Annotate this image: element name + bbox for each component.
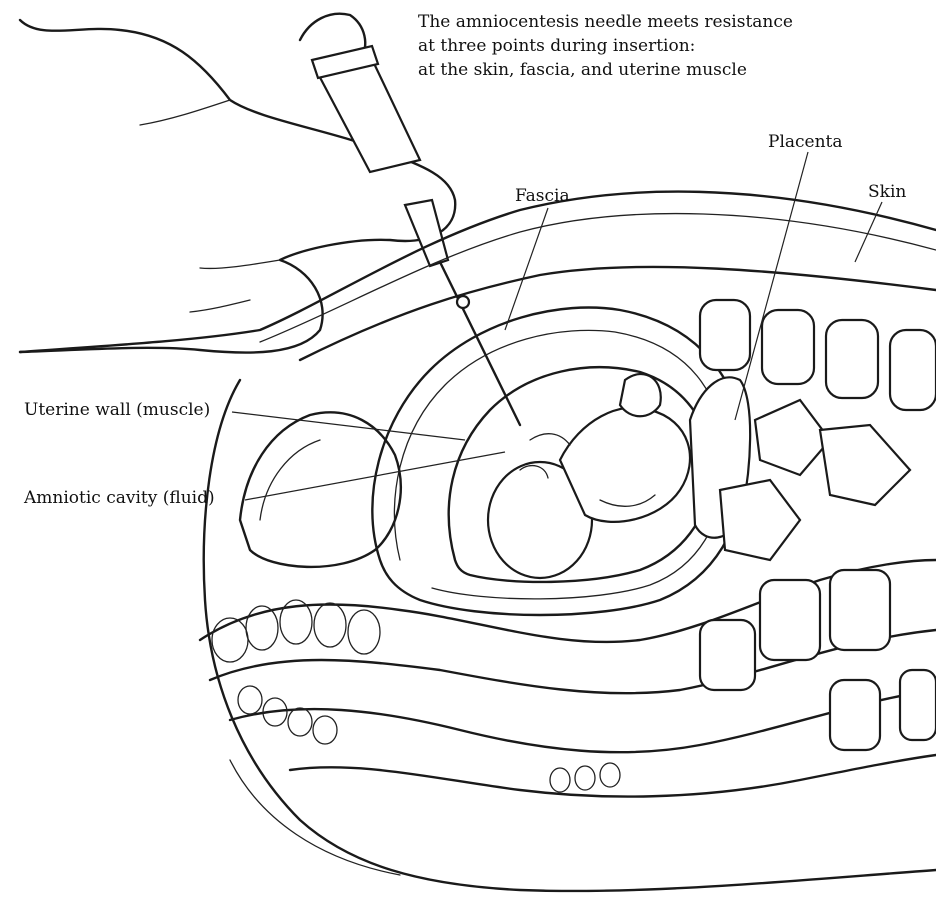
label-amniotic-cavity: Amniotic cavity (fluid) <box>24 488 215 508</box>
label-placenta: Placenta <box>768 132 843 152</box>
label-fascia: Fascia <box>515 186 570 206</box>
caption-line-2: at three points during insertion: <box>418 34 793 58</box>
figure-caption: The amniocentesis needle meets resistanc… <box>418 10 793 82</box>
label-uterine-wall: Uterine wall (muscle) <box>24 400 210 420</box>
fetus <box>488 374 690 578</box>
caption-line-3: at the skin, fascia, and uterine muscle <box>418 58 793 82</box>
syringe <box>312 46 520 425</box>
caption-line-1: The amniocentesis needle meets resistanc… <box>418 10 793 34</box>
label-skin: Skin <box>868 182 906 202</box>
intestines <box>200 560 936 797</box>
hand <box>20 14 455 353</box>
